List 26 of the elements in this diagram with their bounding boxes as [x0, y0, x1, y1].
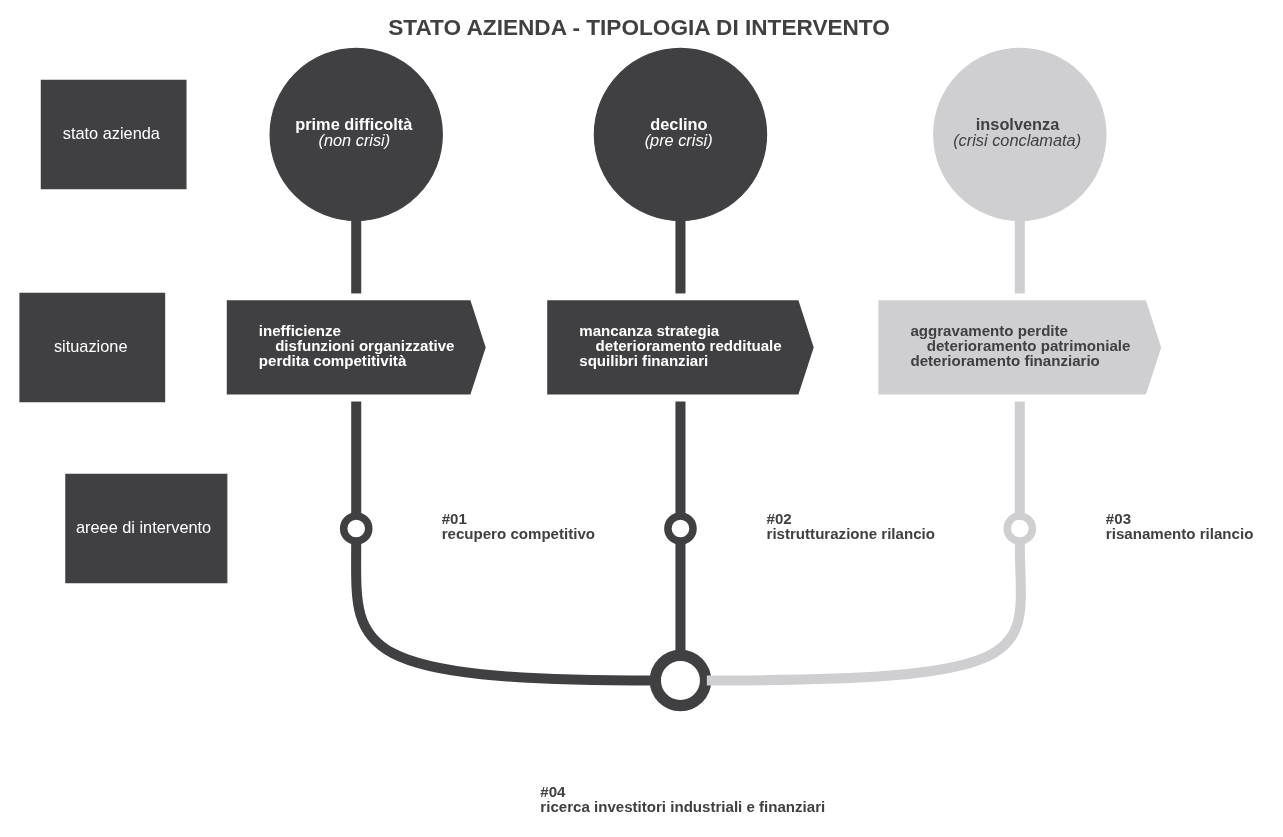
node-circle	[339, 512, 373, 545]
node-label: recupero competitivo	[441, 525, 596, 543]
connector	[1014, 401, 1025, 515]
node-box: situazione	[19, 292, 166, 403]
node-circle: declino (pre crisi)	[593, 47, 768, 222]
connector	[351, 220, 362, 294]
connector	[706, 542, 1026, 686]
node-circle	[649, 649, 712, 712]
diagram-title: STATO AZIENDA - TIPOLOGIA DI INTERVENTO	[388, 15, 890, 41]
node-label: #01	[441, 510, 467, 528]
node-label: #02	[766, 510, 792, 528]
node-label: ristrutturazione rilancio	[766, 525, 935, 543]
node-circle	[1003, 512, 1037, 545]
node-box: stato azienda	[40, 79, 187, 190]
node-box: areee di intervento	[65, 473, 228, 584]
connector	[675, 401, 686, 515]
node-circle: prime difficoltà (non crisi)	[269, 47, 443, 222]
connector	[1014, 220, 1025, 294]
connector	[675, 220, 686, 294]
node-circle: insolvenza (crisi conclamata)	[933, 47, 1107, 222]
node-label: risanamento rilancio	[1105, 525, 1254, 543]
node-label: #03	[1105, 510, 1132, 528]
node-circle	[664, 512, 697, 545]
node-label: ricerca investitori industriali e finanziari	[540, 797, 826, 815]
node-label: #04	[540, 782, 566, 800]
connector	[351, 401, 362, 515]
